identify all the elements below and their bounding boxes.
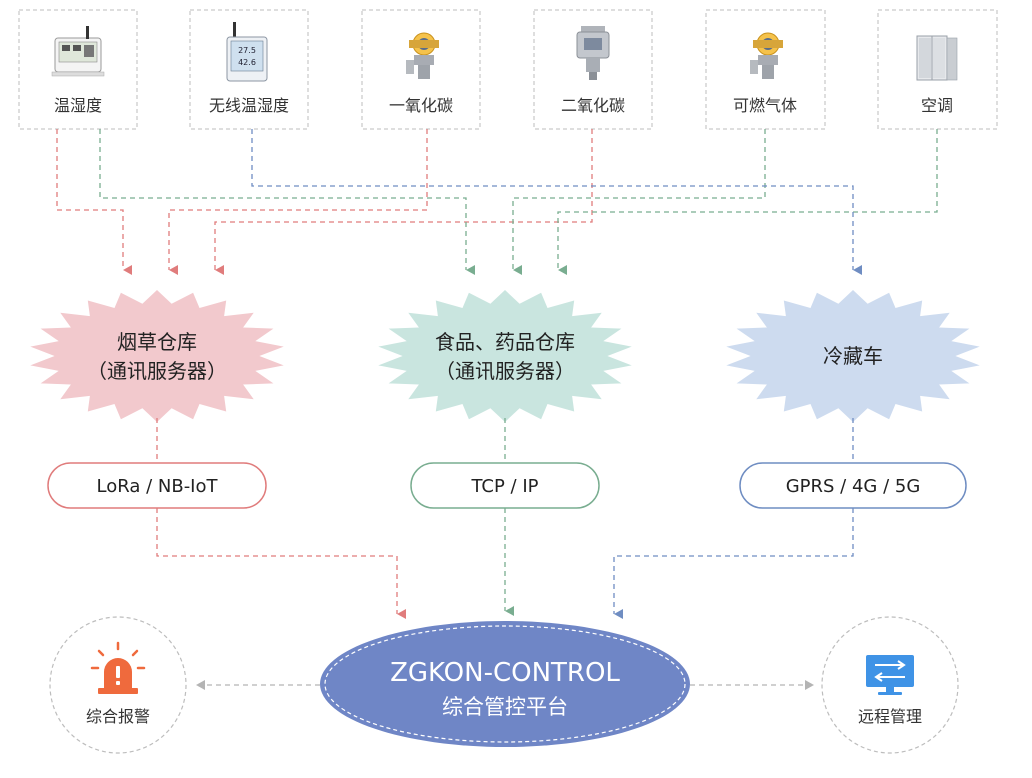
platform-title: ZGKON-CONTROL xyxy=(390,658,620,688)
svg-text:42.6: 42.6 xyxy=(238,58,256,67)
connector-ac-to-food xyxy=(557,129,938,275)
connector-temp-to-tobacco xyxy=(56,129,132,275)
hub-refrigerated-truck[interactable]: 冷藏车 xyxy=(726,290,980,422)
connector-wireless-to-truck xyxy=(251,129,862,275)
device-box-combustible-gas[interactable]: 可燃气体 xyxy=(705,9,826,130)
alarm-label: 综合报警 xyxy=(86,707,150,726)
device-box-co2[interactable]: 二氧化碳 xyxy=(533,9,653,130)
protocol-pill-tcp: TCP / IP xyxy=(410,462,600,509)
device-box-temp-humidity[interactable]: 温湿度 xyxy=(18,9,138,130)
hub-title: 冷藏车 xyxy=(823,344,883,368)
remote-label: 远程管理 xyxy=(858,707,922,726)
device-label: 二氧化碳 xyxy=(561,96,625,115)
connector-co2-to-tobacco xyxy=(214,129,593,275)
starburst-shape xyxy=(30,290,284,422)
starburst-shape xyxy=(726,290,980,422)
protocol-label: LoRa / NB-IoT xyxy=(97,476,219,497)
remote-node[interactable]: 远程管理 xyxy=(821,616,959,754)
device-box-co[interactable]: 一氧化碳 xyxy=(361,9,481,130)
connector-co-to-tobacco xyxy=(168,129,428,275)
hub-title: 烟草仓库 xyxy=(117,330,197,354)
device-label: 无线温湿度 xyxy=(209,96,289,115)
gas-detector-icon xyxy=(750,32,783,79)
connector-gas-to-food xyxy=(512,129,766,275)
hub-subtitle: （通讯服务器） xyxy=(87,359,227,383)
device-connectors xyxy=(56,129,938,275)
monitor-transfer-icon xyxy=(866,655,914,695)
protocol-label: TCP / IP xyxy=(470,476,538,497)
alarm-node[interactable]: 综合报警 xyxy=(49,616,187,754)
hubs-layer: 烟草仓库 （通讯服务器） 食品、药品仓库 （通讯服务器） 冷藏车 xyxy=(30,290,980,422)
device-label: 一氧化碳 xyxy=(389,96,453,115)
hub-protocol-connectors xyxy=(156,418,854,462)
protocol-platform-connectors xyxy=(156,508,854,619)
hub-tobacco-warehouse[interactable]: 烟草仓库 （通讯服务器） xyxy=(30,290,284,422)
alarm-light-icon xyxy=(90,641,146,694)
platform-ellipse[interactable]: ZGKON-CONTROL 综合管控平台 xyxy=(320,621,690,747)
temp-humidity-sensor-icon xyxy=(51,26,105,77)
hub-food-drug-warehouse[interactable]: 食品、药品仓库 （通讯服务器） xyxy=(378,290,632,422)
gas-detector-icon xyxy=(406,32,439,79)
protocol-pill-gprs: GPRS / 4G / 5G xyxy=(739,462,967,509)
device-label: 可燃气体 xyxy=(733,96,797,115)
protocol-label: GPRS / 4G / 5G xyxy=(786,476,921,497)
device-label: 空调 xyxy=(921,96,953,115)
device-box-wireless-temp-humidity[interactable]: 27.5 42.6 无线温湿度 xyxy=(189,9,309,130)
device-label: 温湿度 xyxy=(54,96,102,115)
wireless-temp-humidity-display-icon: 27.5 42.6 xyxy=(226,22,268,82)
starburst-shape xyxy=(378,290,632,422)
protocol-pill-lora: LoRa / NB-IoT xyxy=(47,462,267,509)
air-conditioner-icon xyxy=(916,35,958,81)
platform-subtitle: 综合管控平台 xyxy=(442,695,568,719)
co2-detector-icon xyxy=(576,26,610,80)
hub-title: 食品、药品仓库 xyxy=(435,330,575,354)
svg-text:27.5: 27.5 xyxy=(238,46,256,55)
device-box-air-conditioner[interactable]: 空调 xyxy=(877,9,998,130)
connector-temp-to-food xyxy=(99,129,475,275)
hub-subtitle: （通讯服务器） xyxy=(435,359,575,383)
